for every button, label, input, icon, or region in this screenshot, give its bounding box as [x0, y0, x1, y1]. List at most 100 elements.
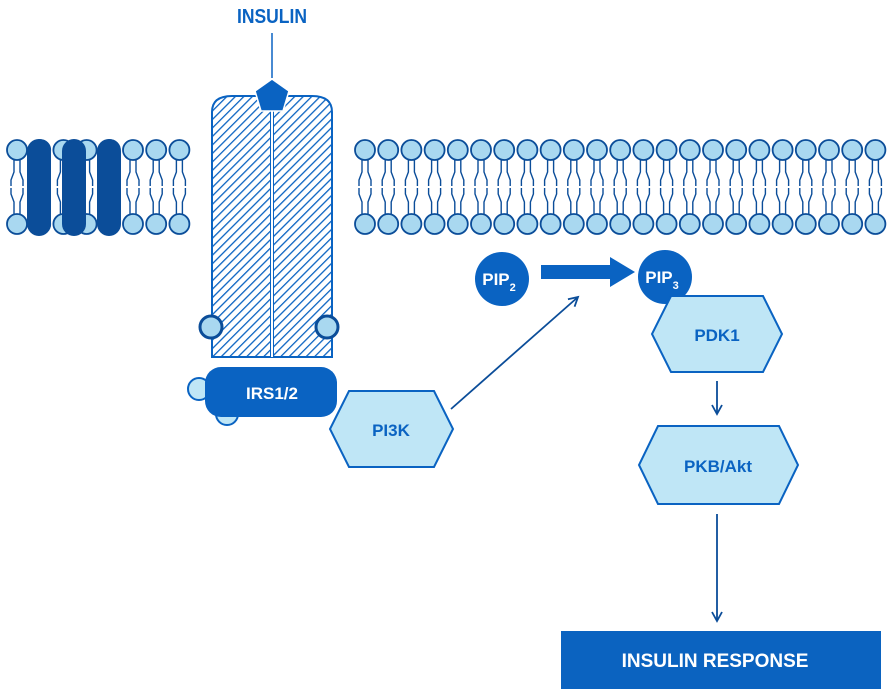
pdk1-label: PDK1	[694, 326, 739, 345]
lipid-head	[168, 139, 191, 161]
lipid-head	[609, 139, 632, 161]
lipid-tail	[706, 160, 720, 214]
lipid-head	[725, 139, 748, 161]
lipid-tail	[358, 160, 372, 214]
pi3k-label: PI3K	[372, 421, 411, 440]
lipid-head	[818, 213, 840, 235]
lipid-head	[562, 139, 585, 161]
pip2-to-pip3-arrow	[541, 257, 635, 287]
cell-membrane	[6, 139, 887, 235]
lipid-tail	[752, 160, 767, 214]
response-box	[561, 631, 881, 689]
lipid-head	[702, 139, 724, 161]
lipid-tail	[567, 160, 581, 214]
lipid-head	[609, 213, 632, 235]
lipid-head	[516, 139, 539, 161]
lipid-head	[539, 139, 562, 161]
lipid-head	[446, 139, 469, 161]
lipid-head	[423, 213, 446, 235]
channel-bar	[97, 139, 121, 236]
lipid-head	[864, 139, 887, 161]
lipid-head	[586, 139, 608, 161]
lipid-head	[122, 139, 144, 161]
lipid-head	[493, 139, 516, 161]
pdk1-node: PDK1	[650, 295, 784, 373]
lipid-head	[354, 213, 376, 235]
lipid-head	[771, 139, 794, 161]
lipid-head	[145, 213, 168, 235]
lipid-tail	[497, 160, 511, 214]
pkb-label: PKB/Akt	[684, 457, 752, 476]
lipid-tail	[404, 160, 419, 214]
lipid-head	[818, 139, 840, 161]
channel-bar	[27, 139, 51, 236]
lipid-head	[771, 213, 794, 235]
lipid-tail	[659, 160, 674, 214]
lipid-head	[562, 213, 585, 235]
lipid-head	[702, 213, 724, 235]
lipid-tail	[172, 160, 187, 214]
lipid-tail	[474, 160, 488, 214]
pi3k-to-pip-arrow	[450, 295, 580, 410]
lipid-tail	[543, 160, 558, 214]
lipid-tail	[799, 160, 813, 214]
lipid-head	[748, 213, 771, 235]
lipid-head	[470, 139, 492, 161]
lipid-head	[6, 213, 28, 235]
irs-box	[205, 367, 337, 417]
lipid-tail	[613, 160, 627, 214]
lipid-head	[632, 139, 655, 161]
pip2-circle	[475, 252, 529, 306]
lipid-head	[145, 139, 168, 161]
lipid-tail	[427, 160, 442, 214]
lipid-head	[794, 139, 817, 161]
lipid-tail	[381, 160, 395, 214]
lipid-head	[748, 139, 771, 161]
lipid-head	[493, 213, 516, 235]
lipid-head	[655, 139, 678, 161]
lipid-head	[841, 139, 864, 161]
lipid-head	[6, 139, 28, 161]
insulin-ligand: INSULIN	[237, 6, 307, 112]
lipid-head	[725, 213, 748, 235]
membrane-channels	[27, 139, 121, 236]
pip3-node: PIP3	[638, 250, 692, 304]
circle-icon	[198, 314, 224, 340]
pip2-label: PIP2	[482, 270, 516, 294]
lipid-head	[400, 139, 423, 161]
lipid-head	[655, 213, 678, 235]
lipid-head	[168, 213, 191, 235]
lipid-head	[794, 213, 817, 235]
lipid-head	[632, 213, 655, 235]
lipid-head	[586, 213, 608, 235]
lipid-tail	[636, 160, 651, 214]
lipid-tail	[775, 160, 790, 214]
pip3-main: PIP	[645, 268, 672, 287]
pkb-hexagon	[637, 425, 800, 505]
pip2-subscript: 2	[510, 282, 516, 294]
receptor-left-subunit	[211, 95, 272, 358]
lipid-tail	[822, 160, 836, 214]
pip3-label: PIP3	[645, 268, 679, 292]
channel-bar	[62, 139, 86, 236]
lipid-tail	[149, 160, 163, 214]
pkb-node: PKB/Akt	[637, 425, 800, 505]
insulin-response: INSULIN RESPONSE	[561, 631, 881, 689]
receptor-right-subunit	[272, 95, 333, 358]
lipid-tail	[590, 160, 604, 214]
pentagon-icon	[254, 78, 290, 112]
lipid-tail	[683, 160, 697, 214]
response-label: INSULIN RESPONSE	[622, 651, 809, 672]
lipid-head	[377, 139, 400, 161]
irs-label: IRS1/2	[246, 384, 298, 403]
pdk1-hexagon	[650, 295, 784, 373]
lipid-tail	[868, 160, 883, 214]
lipid-head	[678, 139, 701, 161]
circle-icon	[314, 314, 340, 340]
lipid-head	[423, 139, 446, 161]
lipid-tail	[10, 160, 24, 214]
lipid-tail	[520, 160, 535, 214]
lipid-head	[400, 213, 423, 235]
lipid-tail	[126, 160, 140, 214]
lipid-head	[377, 213, 400, 235]
